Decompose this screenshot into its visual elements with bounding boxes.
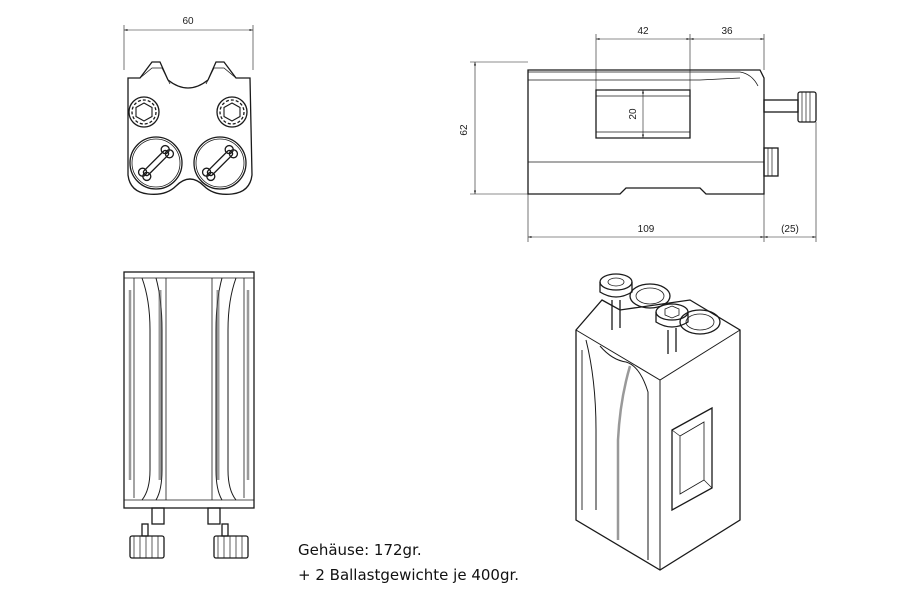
dim-side-length: 109: [638, 224, 655, 235]
dim-side-42: 42: [637, 26, 649, 37]
top-view: [123, 25, 254, 195]
dim-side-height: 62: [459, 124, 470, 136]
weight-note-ballast: + 2 Ballastgewichte je 400gr.: [298, 566, 520, 584]
front-view: [123, 271, 255, 559]
side-view: [470, 34, 817, 242]
dim-side-36: 36: [721, 26, 733, 37]
dim-side-20: 20: [628, 108, 639, 120]
isometric-view: [575, 273, 741, 571]
dim-top-width: 60: [182, 16, 194, 27]
dim-side-knob: (25): [781, 224, 799, 235]
weight-note-housing: Gehäuse: 172gr.: [298, 541, 422, 559]
